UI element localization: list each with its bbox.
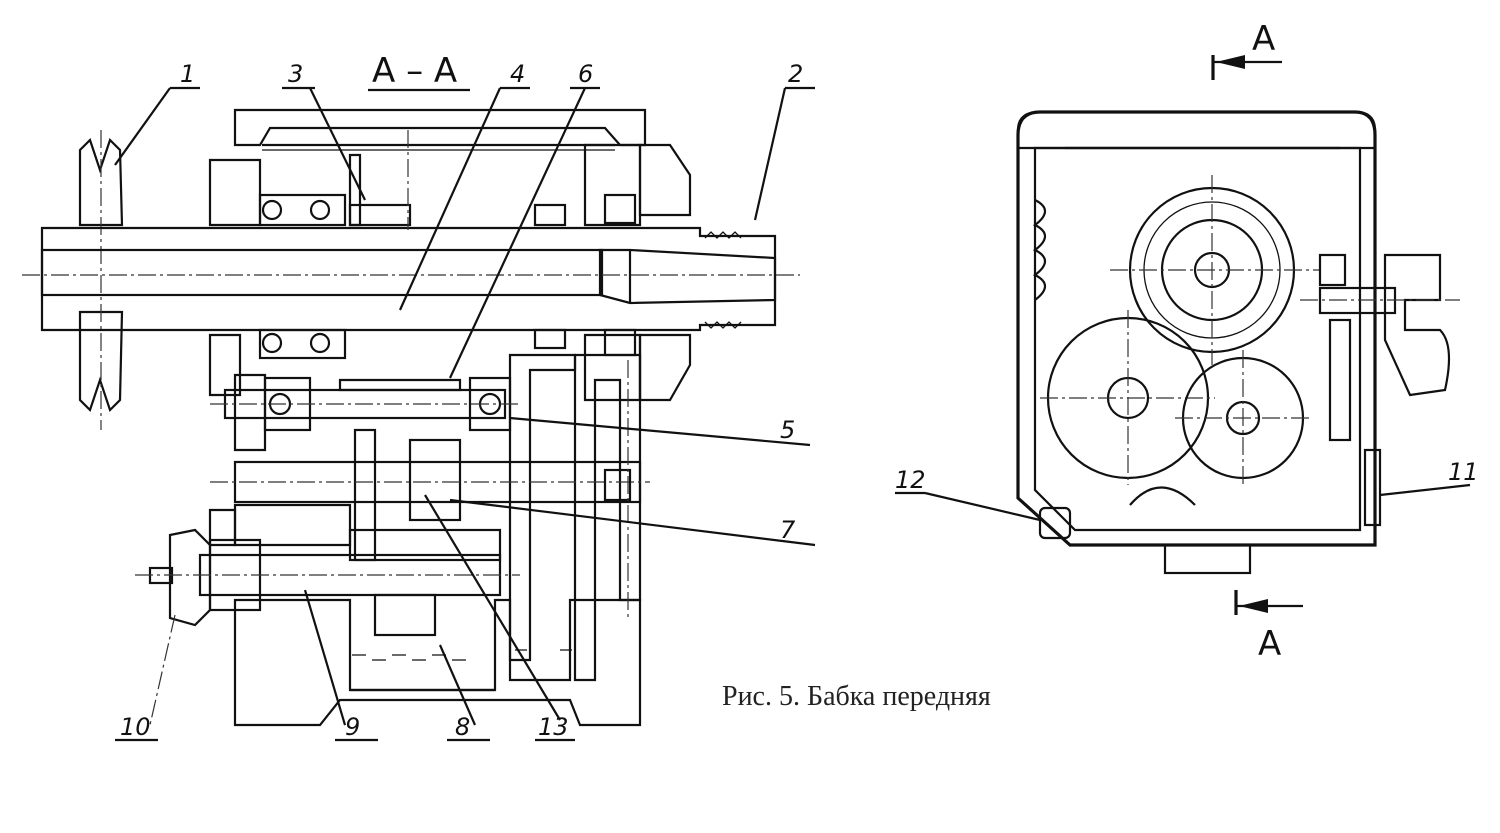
gear-left xyxy=(1040,310,1215,485)
drain-plug xyxy=(1038,506,1072,540)
gearbox-housing xyxy=(208,353,642,727)
right-cap xyxy=(638,143,692,217)
spindle-bearings xyxy=(258,193,637,360)
shaft-5 xyxy=(210,376,520,432)
label-10: 10 xyxy=(120,713,151,741)
section-mark-top: А xyxy=(1252,19,1275,59)
section-view-a-a xyxy=(22,108,800,727)
label-7: 7 xyxy=(780,516,796,544)
top-cover xyxy=(233,108,647,147)
label-12: 12 xyxy=(895,466,926,494)
leader-lines xyxy=(114,86,1471,742)
figure-caption: Рис. 5. Бабка передняя xyxy=(722,681,991,712)
label-1: 1 xyxy=(180,60,195,88)
part-labels: А – А А А 1 2 3 4 5 6 7 8 9 10 11 12 13 … xyxy=(120,19,1479,741)
label-11: 11 xyxy=(1448,458,1479,486)
label-5: 5 xyxy=(780,416,795,444)
section-title: А – А xyxy=(372,51,457,91)
side-knob xyxy=(1300,253,1460,527)
pulley xyxy=(78,130,124,430)
label-6: 6 xyxy=(578,60,593,88)
shaft-7 xyxy=(210,428,650,562)
label-2: 2 xyxy=(788,60,803,88)
label-3: 3 xyxy=(288,60,303,88)
front-view xyxy=(1016,55,1460,615)
label-9: 9 xyxy=(345,713,360,741)
label-13: 13 xyxy=(538,713,569,741)
label-4: 4 xyxy=(510,60,525,88)
shaft-9 xyxy=(135,528,520,637)
label-8: 8 xyxy=(455,713,470,741)
spindle xyxy=(22,226,800,332)
section-marks xyxy=(1211,55,1303,615)
gear-right xyxy=(1175,350,1310,485)
section-mark-bottom: А xyxy=(1258,624,1281,664)
spindle-gear xyxy=(1110,175,1320,365)
front-cover xyxy=(1016,110,1377,150)
